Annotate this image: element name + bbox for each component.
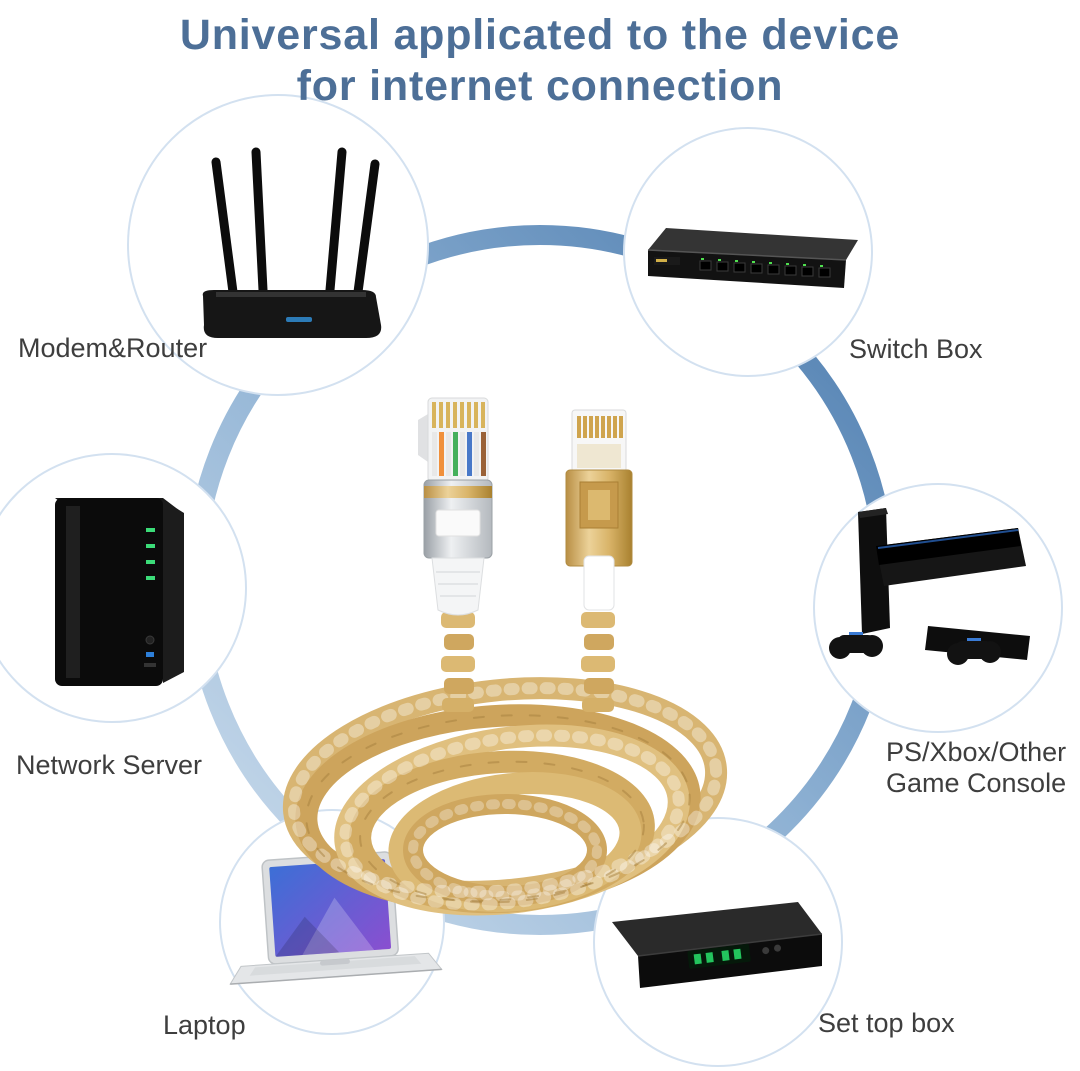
- label-switch-box: Switch Box: [849, 334, 983, 364]
- title-line-1: Universal applicated to the device: [179, 11, 901, 59]
- rj45-connector-gold-icon: [565, 409, 633, 611]
- led-display: [687, 943, 782, 969]
- set-top-box-icon: [612, 902, 823, 988]
- label-set-top-box: Set top box: [818, 1008, 955, 1038]
- router-icon: [202, 147, 382, 338]
- switch-box-icon: [647, 228, 858, 288]
- label-game-console: PS/Xbox/Other Game Console: [886, 737, 1066, 799]
- label-network-server: Network Server: [16, 750, 203, 780]
- rj45-connector-silver-icon: [418, 397, 493, 616]
- wire-colors: [432, 432, 486, 476]
- cable-braid-right: [581, 612, 615, 712]
- ethernet-cable-image: [282, 397, 728, 916]
- page-title: Universal applicated to the device for i…: [0, 10, 1080, 111]
- cable-braid-left: [441, 612, 475, 712]
- network-server-icon: [55, 498, 184, 686]
- label-game-console-line-2: Game Console: [886, 768, 1067, 799]
- title-line-2: for internet connection: [296, 61, 784, 110]
- label-modem-router: Modem&Router: [18, 333, 208, 363]
- device-circle-console: [813, 483, 1063, 733]
- label-game-console-line-1: PS/Xbox/Other: [886, 737, 1067, 767]
- game-console-icon: [829, 508, 1030, 665]
- label-laptop: Laptop: [163, 1010, 246, 1040]
- cable-coil: [282, 677, 728, 916]
